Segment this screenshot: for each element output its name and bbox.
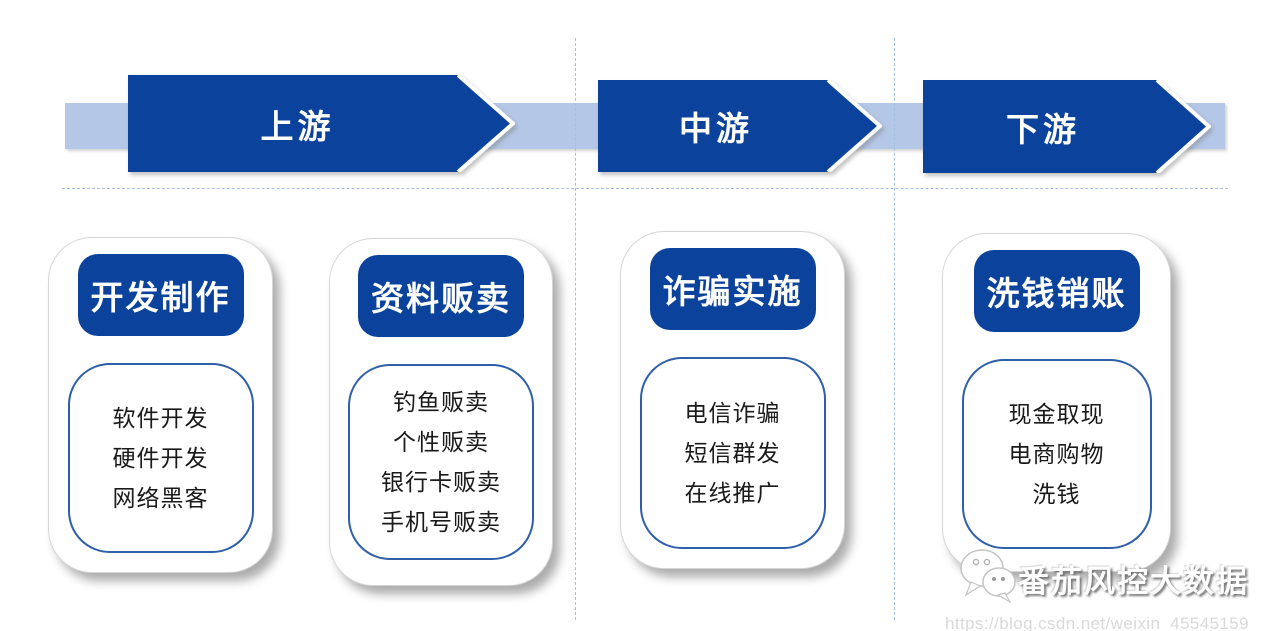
stage-arrow-upstream: 上游 <box>128 75 515 172</box>
arrow-shape-icon <box>598 80 882 172</box>
card-items-development: 软件开发 硬件开发 网络黑客 <box>67 363 254 553</box>
card-items-fraud-execution: 电信诈骗 短信群发 在线推广 <box>639 357 826 549</box>
stage-arrow-downstream: 下游 <box>923 80 1211 173</box>
horizontal-guide <box>62 188 1228 189</box>
vertical-guide-1 <box>575 38 576 620</box>
list-item: 短信群发 <box>684 440 781 466</box>
card-items-money-laundering: 现金取现 电商购物 洗钱 <box>961 359 1152 549</box>
stage-label-downstream: 下游 <box>1006 110 1080 148</box>
stage-label-upstream: 上游 <box>260 107 335 145</box>
list-item: 个性贩卖 <box>393 429 489 455</box>
stage-arrow-midstream: 中游 <box>598 80 882 172</box>
list-item: 硬件开发 <box>112 445 209 471</box>
watermark: 番茄风控大数据 https://blog.csdn.net/weixin_455… <box>945 548 1249 631</box>
list-item: 手机号贩卖 <box>381 509 501 535</box>
list-item: 电商购物 <box>1008 441 1105 467</box>
wechat-icon <box>958 548 1016 609</box>
list-item: 网络黑客 <box>112 485 209 511</box>
list-item: 软件开发 <box>112 405 209 431</box>
stage-label-midstream: 中游 <box>679 110 753 147</box>
card-fraud-execution: 诈骗实施 电信诈骗 短信群发 在线推广 <box>620 231 845 569</box>
arrow-shape-icon <box>128 75 515 172</box>
watermark-url: https://blog.csdn.net/weixin_45545159 <box>944 614 1249 631</box>
card-title-fraud-execution: 诈骗实施 <box>649 248 816 330</box>
list-item: 钓鱼贩卖 <box>393 389 489 415</box>
card-title-data-selling: 资料贩卖 <box>358 255 524 337</box>
list-item: 电信诈骗 <box>684 400 781 426</box>
list-item: 在线推广 <box>684 480 781 506</box>
card-money-laundering: 洗钱销账 现金取现 电商购物 洗钱 <box>942 233 1171 572</box>
vertical-guide-2 <box>894 38 895 620</box>
card-data-selling: 资料贩卖 钓鱼贩卖 个性贩卖 银行卡贩卖 手机号贩卖 <box>329 238 553 586</box>
watermark-brand: 番茄风控大数据 <box>1018 564 1249 599</box>
card-title-development: 开发制作 <box>77 254 244 336</box>
list-item: 洗钱 <box>1032 481 1081 507</box>
card-development: 开发制作 软件开发 硬件开发 网络黑客 <box>48 237 273 573</box>
list-item: 现金取现 <box>1008 401 1105 427</box>
list-item: 银行卡贩卖 <box>381 469 501 495</box>
arrow-shape-icon <box>923 80 1211 173</box>
card-title-money-laundering: 洗钱销账 <box>973 250 1140 332</box>
card-items-data-selling: 钓鱼贩卖 个性贩卖 银行卡贩卖 手机号贩卖 <box>348 364 534 560</box>
